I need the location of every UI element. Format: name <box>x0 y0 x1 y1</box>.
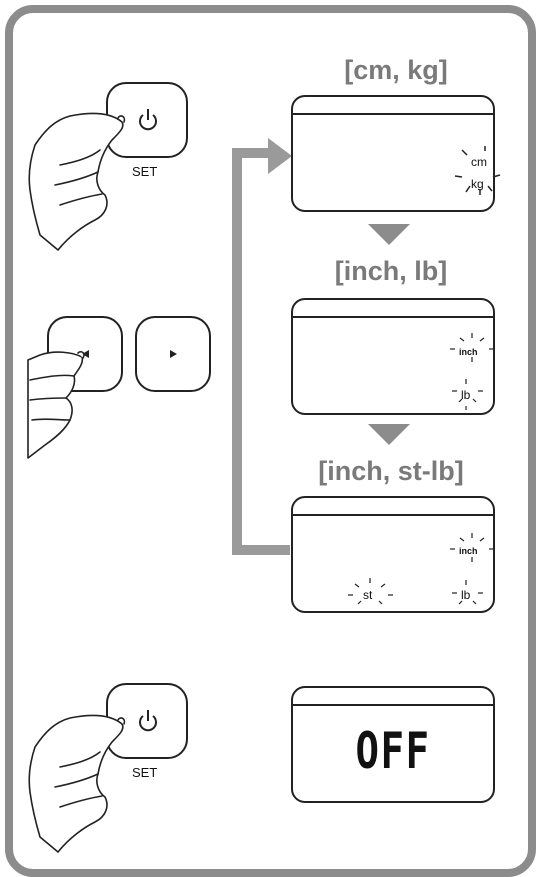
power-icon <box>139 109 157 131</box>
power-icon <box>139 710 157 732</box>
unit-kg: kg <box>471 177 484 191</box>
lcd-inch-st-lb: inch st lb <box>291 496 495 613</box>
lcd-cm-kg: cm kg <box>291 95 495 212</box>
caption-cm-kg: [cm, kg] <box>344 55 448 85</box>
unit-lb: lb <box>461 388 471 402</box>
set-button[interactable] <box>106 683 188 759</box>
set-label: SET <box>132 164 158 179</box>
unit-lb: lb <box>461 588 471 602</box>
right-button[interactable] <box>135 316 211 392</box>
caption-inch-st-lb: [inch, st-lb] <box>318 456 464 486</box>
triangle-right-icon <box>170 350 177 358</box>
triangle-left-icon <box>82 350 89 358</box>
caption-inch-lb: [inch, lb] <box>334 256 448 286</box>
lcd-divider <box>293 514 493 516</box>
set-label: SET <box>132 765 158 780</box>
lcd-divider <box>293 113 493 115</box>
unit-inch: inch <box>459 347 478 357</box>
lcd-divider <box>293 316 493 318</box>
off-display: OFF <box>355 722 431 780</box>
lcd-off: OFF <box>291 686 495 803</box>
unit-st: st <box>363 588 373 602</box>
lcd-divider <box>293 704 493 706</box>
outer-frame <box>5 5 536 877</box>
unit-cm: cm <box>471 155 487 169</box>
unit-inch: inch <box>459 546 478 556</box>
lcd-inch-lb: inch lb <box>291 298 495 415</box>
